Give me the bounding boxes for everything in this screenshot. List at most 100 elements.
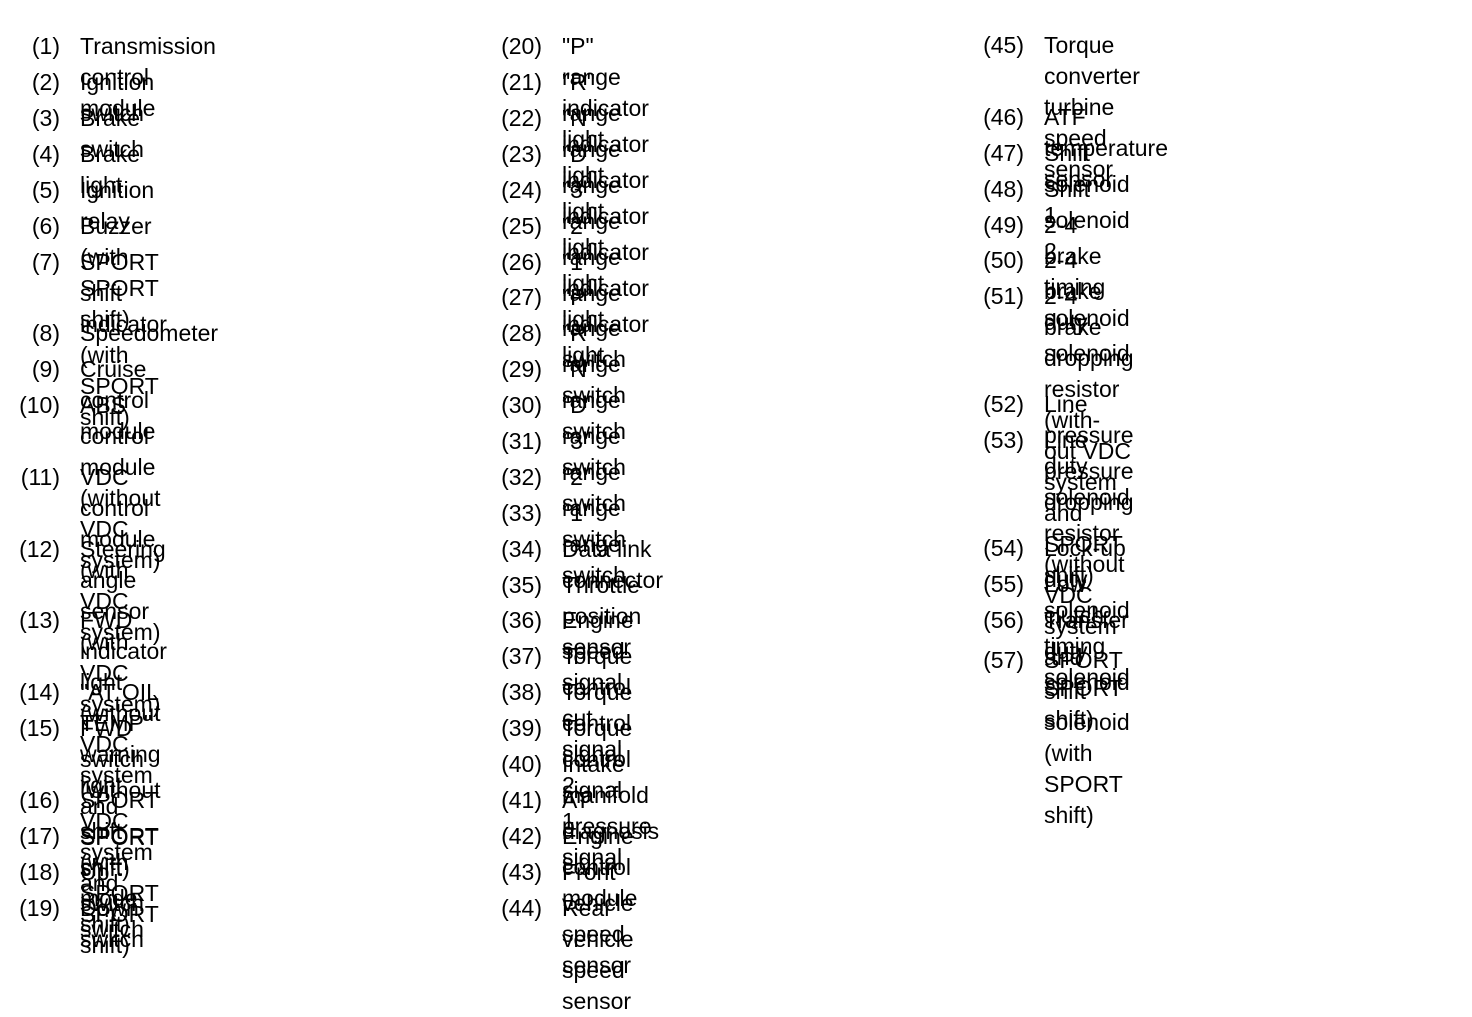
item-number: (20) [501,33,542,59]
item-label: Transmission control module [80,33,216,121]
item-number: (44) [501,895,542,921]
item-label: Up switch [80,859,144,916]
item-label: "P" range indicator light [562,33,649,152]
item-label: Torque control signal 2 [562,679,633,798]
item-number: (43) [501,859,542,885]
item-label: Ignition switch [80,69,155,126]
item-label: "3" range indicator light [562,177,649,296]
item-label: "2" range switch [562,464,626,552]
item-number: (10) [19,392,60,418]
item-number: (52) [983,391,1024,417]
item-label: SPORT shift solenoid (with SPORT shift) [1044,647,1130,828]
item-label: 2-4 brake timing solenoid [1044,212,1130,331]
item-number: (28) [501,320,542,346]
item-label: AT diagnosis signal [562,787,660,875]
item-label: Torque converter turbine speed sensor [1044,32,1140,182]
item-number: (2) [31,69,60,95]
item-number: (45) [983,32,1024,58]
item-number: (12) [19,536,60,562]
item-label: Ignition relay [80,177,155,234]
item-number: (53) [983,427,1024,453]
item-label: 2-4 brake duty solenoid [1044,247,1130,366]
item-number: (19) [19,895,60,921]
item-number: (29) [501,356,542,382]
item-label: Data link connector [562,536,664,593]
item-label: Throttle position sensor [562,572,642,660]
item-number: (33) [501,500,542,526]
item-number: (32) [501,464,542,490]
item-number: (24) [501,177,542,203]
item-label: SPORT shift (with SPORT shift) [80,787,159,937]
item-label: "R" range indicator light [562,69,649,188]
item-number: (42) [501,823,542,849]
item-number: (56) [983,607,1024,633]
item-number: (13) [19,607,60,633]
item-label: Brake light [80,141,141,198]
item-number: (8) [31,320,60,346]
item-label: "N" range switch [562,356,626,444]
item-number: (4) [31,141,60,167]
item-number: (35) [501,572,542,598]
item-label: Shift solenoid 2 [1044,176,1130,264]
item-label: "D" range switch [562,392,626,480]
item-number: (26) [501,249,542,275]
item-number: (9) [31,356,60,382]
item-number: (7) [31,249,60,275]
item-label: "N" range indicator light [562,105,649,224]
item-number: (30) [501,392,542,418]
item-label: Lock-up duty solenoid [1044,535,1130,623]
item-label: Intake manifold pressure signal [562,751,652,870]
item-label: "P" range switch [562,284,626,372]
item-number: (17) [19,823,60,849]
item-label: Cruise control module [80,356,156,444]
item-label: SPORT shift indicator (with SPORT shift) [80,249,167,430]
item-label: Steering angle sensor (with VDC system) [80,536,166,717]
item-number: (23) [501,141,542,167]
item-label: Engine speed signal [562,607,634,695]
item-label: "1" range indicator light [562,249,649,368]
item-label: Brake switch [80,105,144,162]
item-number: (11) [20,464,60,490]
item-label: "D" range indicator light [562,141,649,260]
item-label: Transfer duty solenoid [1044,607,1130,695]
item-label: SPORT shift mode switch [80,823,159,942]
item-label: "AT OIL TEMP" warning light [80,679,161,798]
item-label: Buzzer (with SPORT shift) [80,213,159,332]
item-number: (5) [31,177,60,203]
item-number: (40) [501,751,542,777]
item-number: (21) [501,69,542,95]
item-label: FWD switch (without VDC system and SPORT… [80,715,161,958]
item-number: (14) [19,679,60,705]
item-number: (22) [501,105,542,131]
item-number: (50) [983,247,1024,273]
item-number: (55) [983,571,1024,597]
item-label: Torque control signal 1 [562,715,633,834]
item-label: "1" range switch [562,500,626,588]
item-label: FWD indicator light (without VDC system … [80,607,167,881]
item-number: (38) [501,679,542,705]
item-number: (31) [501,428,542,454]
item-label: "R" range switch [562,320,626,408]
item-label: Low clutch timing solenoid [1044,571,1130,690]
item-number: (47) [983,140,1024,166]
item-label: 2-4 brake dropping resistor (with- out V… [1044,283,1134,588]
item-number: (51) [983,283,1024,309]
component-legend: (1) Transmission control module (2) Igniti… [19,32,1169,1014]
item-number: (49) [983,212,1024,238]
item-label: Front vehicle speed sensor [562,859,634,978]
item-number: (57) [983,647,1024,673]
item-label: Line pressure dropping resistor (without… [1044,427,1134,732]
item-number: (6) [31,213,60,239]
item-label: "3" range switch [562,428,626,516]
item-number: (25) [501,213,542,239]
item-label: Torque control cut signal [562,643,633,762]
item-number: (15) [19,715,60,741]
item-number: (54) [983,535,1024,561]
item-label: VDC control module (with VDC system) [80,464,161,645]
item-number: (34) [501,536,542,562]
item-number: (27) [501,284,542,310]
item-number: (48) [983,176,1024,202]
item-label: Engine control module [562,823,638,911]
item-label: ATF temperature sensor [1044,104,1169,192]
item-number: (1) [31,33,60,59]
